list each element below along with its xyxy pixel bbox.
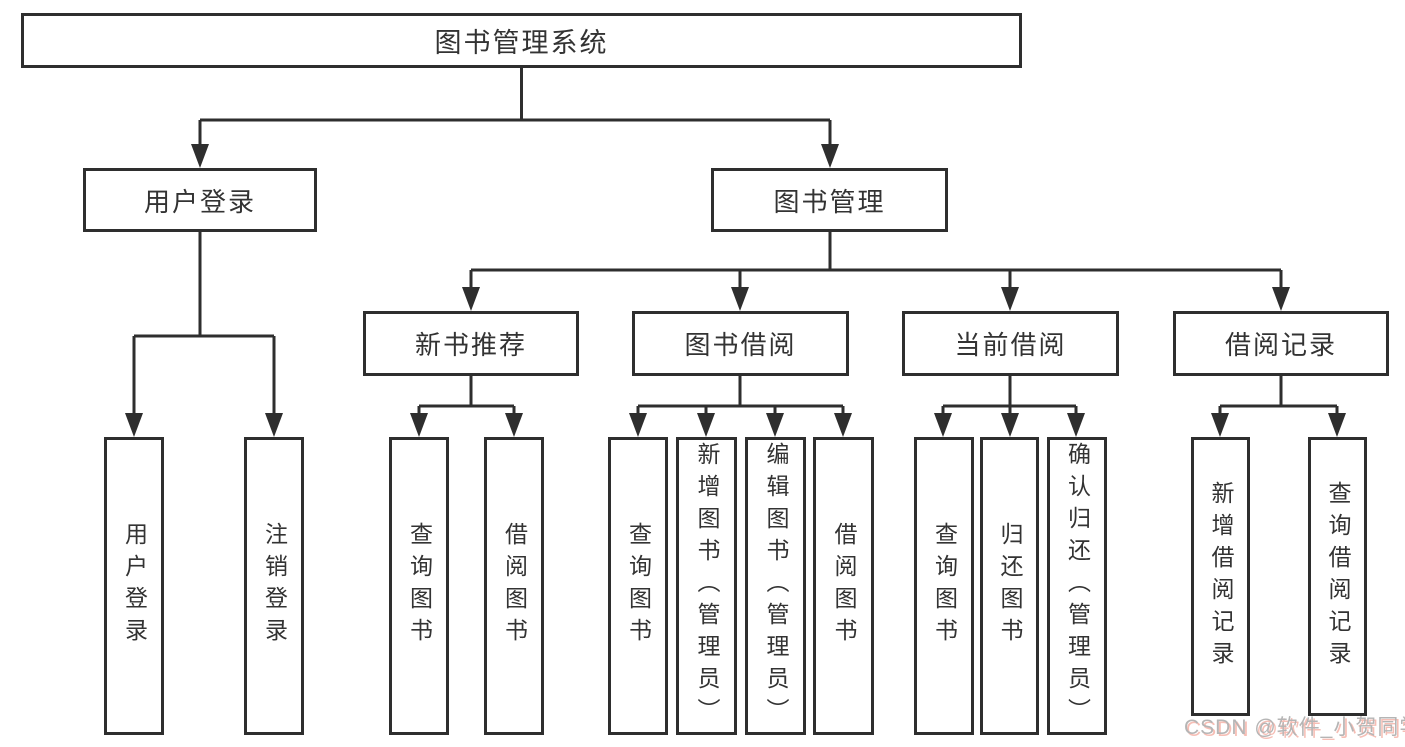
arrowheads [125,144,1346,437]
leaf-query-books-recommend: 查询图书 [389,437,449,735]
node-book-management: 图书管理 [711,168,948,232]
node-book-borrowing: 图书借阅 [632,311,849,376]
leaf-query-borrow-record: 查询借阅记录 [1308,437,1367,716]
node-borrowing-records: 借阅记录 [1173,311,1389,376]
node-library-management-system: 图书管理系统 [21,13,1022,68]
tree-edges [132,68,1339,415]
leaf-add-book-admin: 新增图书（管理员） [676,437,737,735]
leaf-confirm-return-admin: 确认归还（管理员） [1047,437,1107,735]
leaf-borrow-books: 借阅图书 [813,437,874,735]
node-new-book-recommendation: 新书推荐 [363,311,579,376]
node-user-login: 用户登录 [83,168,317,232]
leaf-edit-book-admin: 编辑图书（管理员） [745,437,806,735]
leaf-user-login: 用户登录 [104,437,164,735]
leaf-borrow-books-recommend: 借阅图书 [484,437,544,735]
leaf-query-books-current: 查询图书 [914,437,974,735]
leaf-add-borrow-record: 新增借阅记录 [1191,437,1250,716]
leaf-logout: 注销登录 [244,437,304,735]
leaf-query-books-borrow: 查询图书 [608,437,668,735]
node-current-borrowing: 当前借阅 [902,311,1119,376]
csdn-watermark: CSDN @软件_小贺同学 [1184,716,1405,739]
leaf-return-book: 归还图书 [980,437,1039,735]
